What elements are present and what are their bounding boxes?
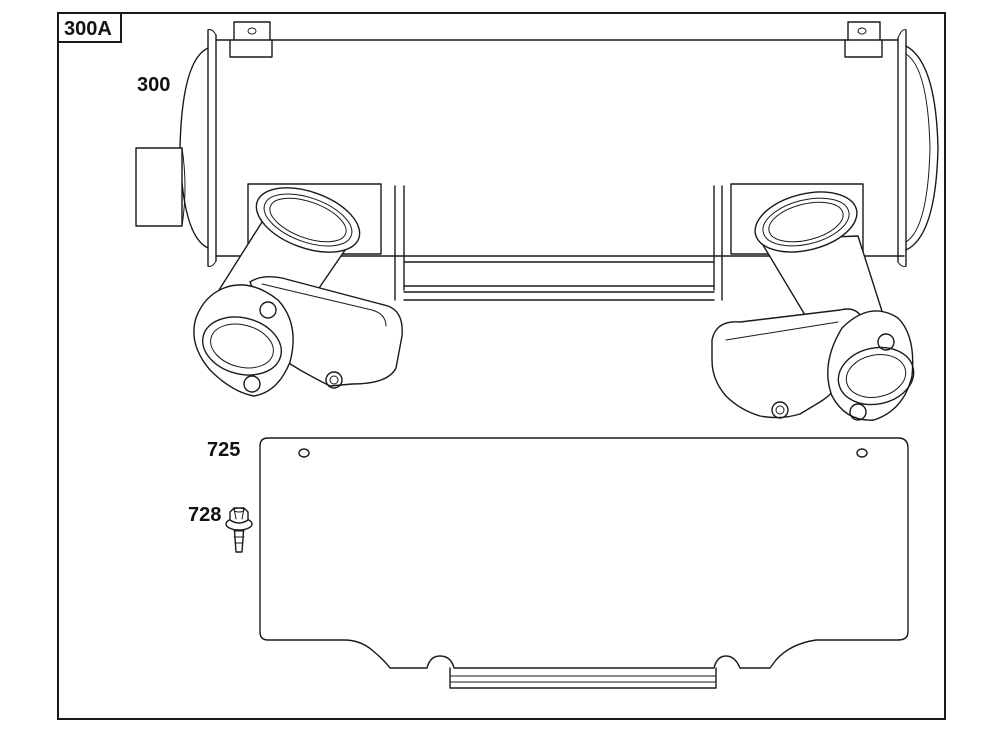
- callout-label-725: 725: [207, 439, 240, 461]
- inlet-tube-right: [711, 183, 915, 421]
- callout-label-300: 300: [137, 74, 170, 96]
- screw-part: [225, 507, 253, 553]
- mounting-tab-right: [844, 21, 883, 58]
- inlet-tube-left: [193, 183, 403, 397]
- muffler-part: [135, 21, 939, 421]
- diagram-frame: [57, 12, 946, 720]
- heat-shield-part: [259, 437, 909, 689]
- section-label: 300A: [64, 18, 112, 40]
- section-label-box: 300A: [57, 12, 122, 43]
- mounting-tab-left: [229, 21, 273, 58]
- callout-label-728: 728: [188, 504, 221, 526]
- outlet-pipe: [135, 147, 186, 227]
